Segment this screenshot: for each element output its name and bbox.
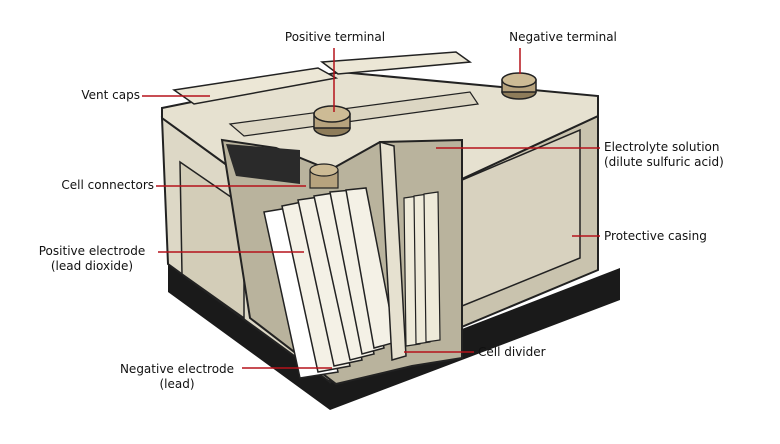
label-electrolyte-solution: Electrolyte solution (dilute sulfuric ac… xyxy=(604,140,724,169)
label-protective-casing: Protective casing xyxy=(604,229,707,243)
battery-base xyxy=(168,262,620,410)
label-vent-caps: Vent caps xyxy=(81,88,140,102)
label-cell-divider: Cell divider xyxy=(478,345,546,359)
negative-terminal-post xyxy=(501,72,537,100)
label-positive-electrode: Positive electrode (lead dioxide) xyxy=(38,244,146,273)
electrode-plates-right xyxy=(403,191,441,347)
label-positive-terminal: Positive terminal xyxy=(284,30,386,44)
casing-left-panel xyxy=(179,160,245,320)
label-cell-connectors: Cell connectors xyxy=(61,178,154,192)
label-negative-electrode: Negative electrode (lead) xyxy=(119,362,235,391)
positive-terminal-post xyxy=(313,105,351,137)
label-negative-terminal: Negative terminal xyxy=(509,30,617,44)
cell-connector-lug xyxy=(309,163,339,189)
vent-cap-right xyxy=(319,51,473,75)
cell-top-dark xyxy=(226,144,300,184)
electrode-plates xyxy=(263,187,397,379)
leader-lines xyxy=(142,48,600,369)
lid-strip xyxy=(228,91,480,137)
cell-divider-wall xyxy=(379,140,407,361)
vent-cap-left xyxy=(172,67,339,105)
